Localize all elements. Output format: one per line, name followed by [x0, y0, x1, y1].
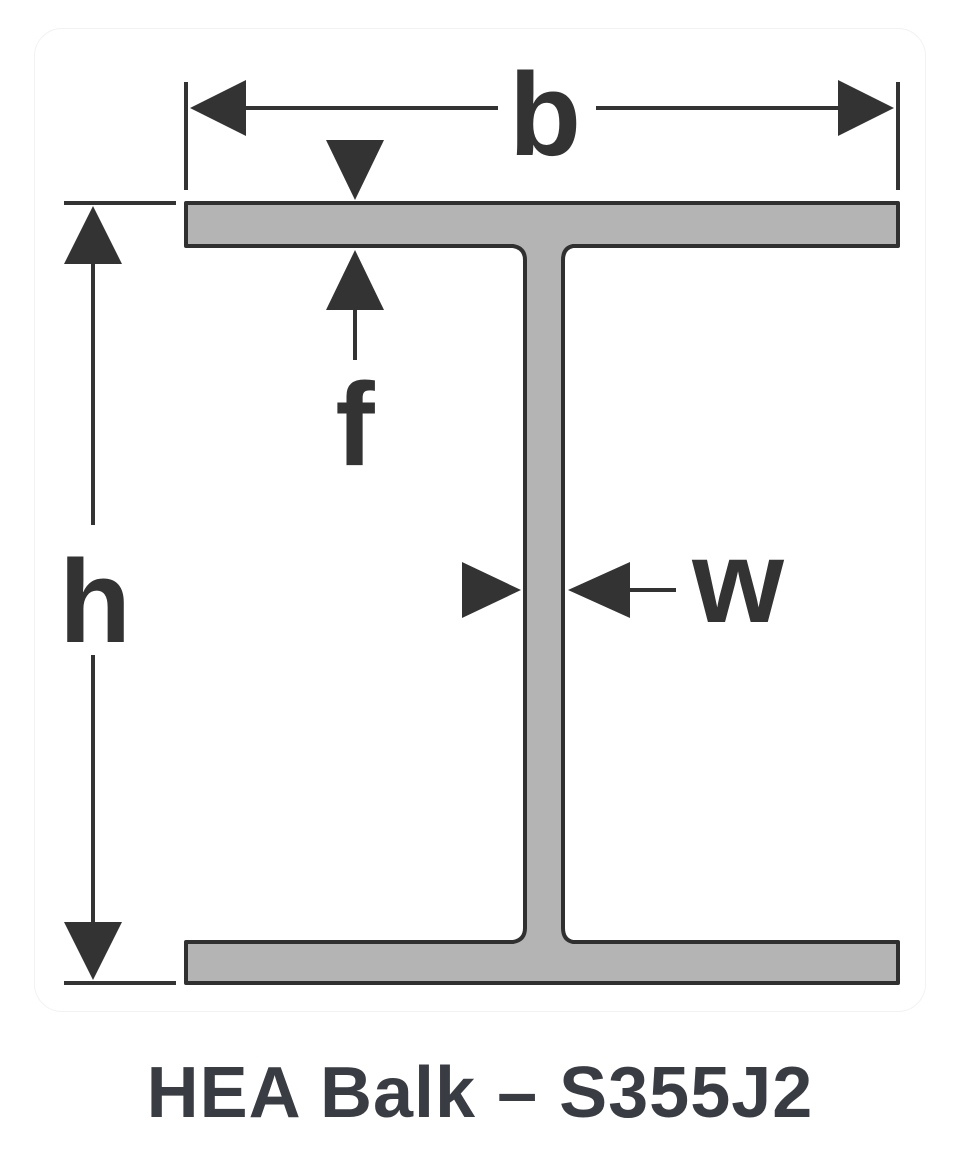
web-label: w — [691, 516, 785, 648]
flange-dimension: f — [326, 140, 384, 491]
arrow-down-icon — [64, 922, 122, 980]
height-label: h — [59, 536, 131, 668]
width-dimension: b — [184, 49, 900, 190]
web-dimension: w — [462, 516, 785, 648]
height-dimension: h — [59, 201, 176, 985]
width-label: b — [509, 49, 581, 181]
arrow-up-icon — [64, 206, 122, 264]
arrow-left-icon — [190, 80, 246, 136]
flange-label: f — [335, 359, 375, 491]
arrow-right-icon — [462, 562, 521, 618]
i-beam-profile — [184, 201, 900, 985]
arrow-down-icon — [326, 140, 384, 200]
arrow-up-icon — [326, 250, 384, 310]
i-beam-cross-section-diagram: b f h w — [59, 49, 900, 985]
arrow-right-icon — [838, 80, 894, 136]
product-image-card — [34, 28, 926, 1012]
product-title: HEA Balk – S355J2 — [146, 1053, 814, 1133]
arrow-left-icon — [568, 562, 630, 618]
